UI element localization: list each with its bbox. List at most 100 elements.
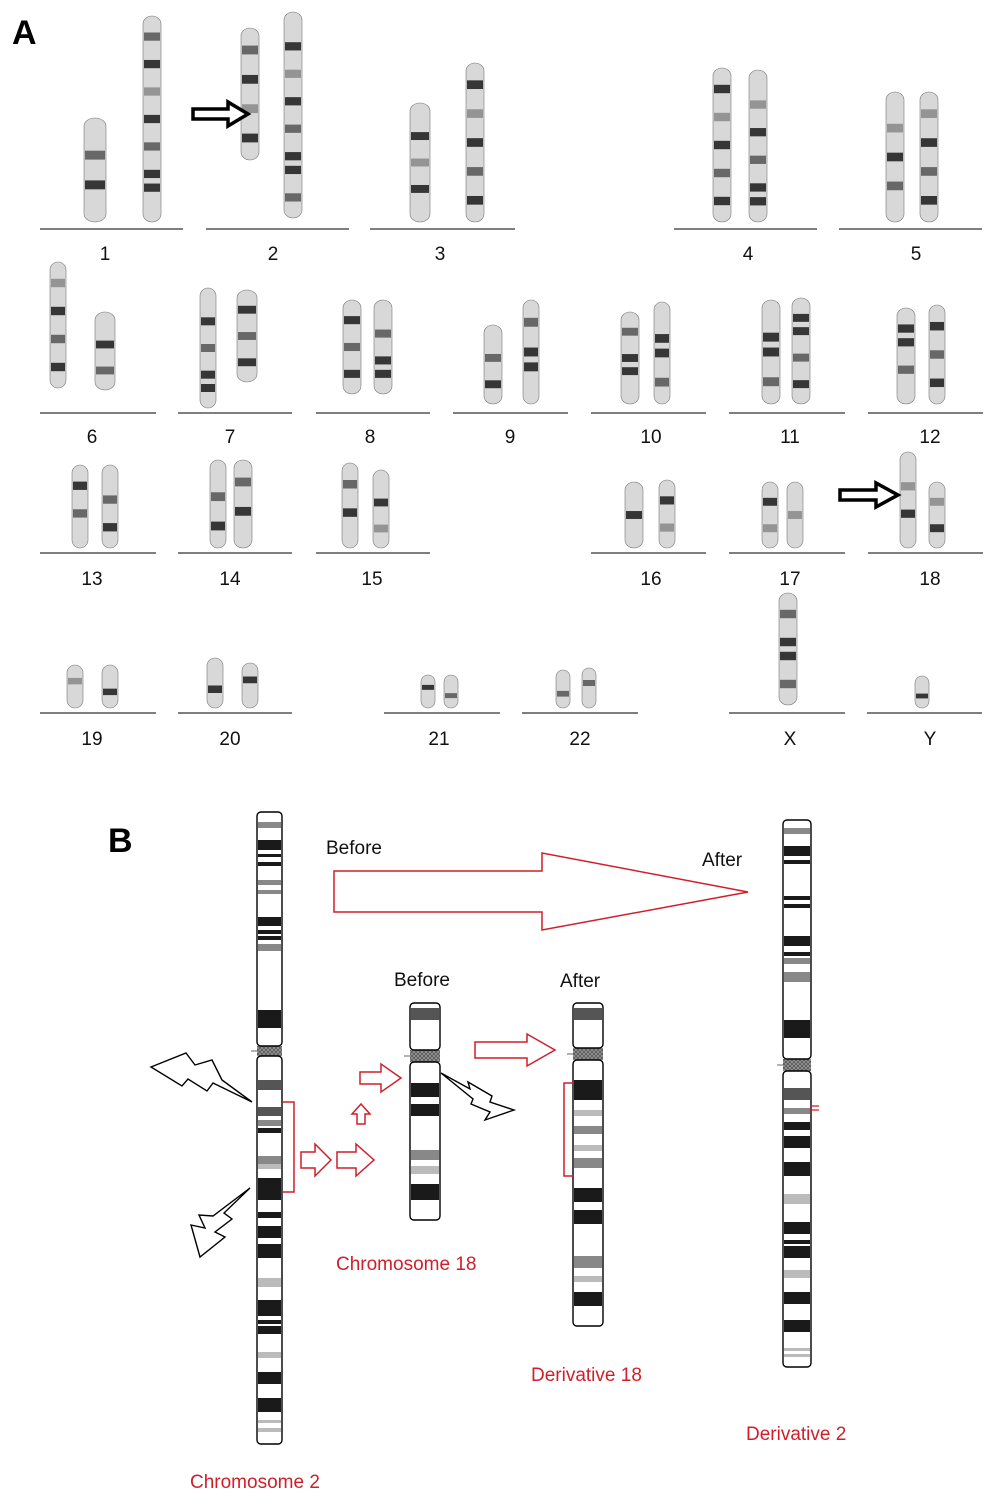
chromosome-band [258,930,281,934]
karyotype-number: 14 [219,569,241,590]
chromosome-band [784,896,810,900]
karyotype-pair-13: 13 [40,464,156,590]
chromosome-band [784,904,810,908]
chromosome-band [784,1348,810,1351]
karyotype-number: 9 [505,427,516,448]
breakpoint-marker [810,1105,819,1111]
chromosome-14-homolog-1 [209,459,227,549]
chromosome-2-homolog-1 [240,27,260,161]
chromosome-band [258,862,281,866]
chromosome-band [784,1354,810,1357]
chromosome-band [258,1128,281,1133]
bracket-icon [563,1082,574,1177]
karyotype-pair-11: 11 [729,297,845,448]
karyotype-number: 10 [640,427,661,448]
karyotype-number: 16 [640,569,661,590]
karyotype-number: 21 [428,729,449,750]
chromosome-band [574,1188,602,1202]
chromosome-2-homolog-2 [283,11,303,219]
chromosome-band [258,1120,281,1126]
chromosome-6-homolog-2 [94,311,116,391]
lightning-bolt-icon [190,1187,251,1259]
chromosome-4-homolog-2 [748,69,768,223]
chromosome-band [574,1256,602,1268]
karyotype-pair-4: 4 [674,67,817,265]
chromosome-9-homolog-1 [483,324,503,405]
chromosome-band [784,1246,810,1258]
chromosome-band [784,952,810,956]
chromosome-band [574,1276,602,1282]
chromosome-band [784,1320,810,1332]
chromosome-20-homolog-2 [241,662,259,709]
karyotype-number: 2 [268,244,279,265]
chromosome-11-homolog-2 [791,297,811,405]
chromosome-band [258,917,281,926]
chromosome-12-homolog-1 [896,307,916,405]
chromosome-3-homolog-1 [409,102,431,223]
chromosome-band [258,1010,281,1028]
karyotype-pair-14: 14 [178,459,292,590]
chromosome-13-homolog-2 [101,464,119,549]
chromosome-arm-q [782,1070,812,1368]
karyotype-pair-22: 22 [522,667,638,750]
derivative-18-ideogram [567,1002,604,1327]
chromosome-band [784,860,810,864]
karyotype-pair-20: 20 [178,657,292,750]
chromosome-band [258,936,281,940]
chromosome-band [784,958,810,964]
chromosome-band [784,1020,810,1038]
before-label-mid: Before [394,970,450,991]
karyotype-number: 17 [779,569,800,590]
centromere [410,1050,440,1062]
karyotype-number: 3 [435,244,446,265]
chromosome-band [258,1278,281,1287]
before-label-top: Before [326,838,382,859]
chromosome-22-homolog-2 [581,667,597,709]
karyotype-number: 4 [743,244,754,265]
chromosome-16-homolog-1 [624,481,644,549]
chromosome-20-homolog-1 [206,657,224,709]
chromosome-band [784,1222,810,1234]
karyotype-pair-3: 3 [370,62,515,265]
chromosome-arm-q [572,1059,604,1327]
chromosome-band [258,1164,281,1169]
chromosome-band [784,1292,810,1304]
panel-a-label: A [12,14,37,52]
chromosome-arm-p [256,811,283,1047]
chromosome-band [258,1398,281,1412]
chromosome-band [258,840,281,850]
karyotype-number: 20 [219,729,240,750]
chromosome-band [784,1270,810,1278]
chromosome-6-homolog-1 [49,261,67,389]
chromosome-band [258,1212,281,1218]
chromosome-21-homolog-2 [443,674,459,709]
chromosome-band [258,890,281,894]
karyotype-number: 18 [919,569,940,590]
chromosome-band [574,1080,602,1100]
chromosome-4-homolog-1 [712,67,732,223]
chromosome-band [784,828,810,834]
chromosome-band [258,1428,281,1432]
chromosome-band [258,1320,281,1324]
chromosome-9-homolog-2 [522,299,540,405]
after-label-top: After [702,850,743,871]
karyotype-pair-x: X [729,592,845,750]
chromosome-22-homolog-1 [555,669,571,709]
chromosome-19-homolog-2 [101,664,119,709]
chromosome-band [784,846,810,856]
karyotype-pair-10: 10 [591,301,706,448]
chromosome-5-homolog-1 [885,91,905,223]
chromosome-15-homolog-1 [341,462,359,549]
karyotype-number: 7 [225,427,236,448]
centromere [257,1046,282,1056]
karyotype-pair-7: 7 [178,287,292,448]
after-label-mid: After [560,971,601,992]
karyotype-number: 13 [81,569,102,590]
chromosome-x-homolog-1 [778,592,798,706]
chromosome-band [258,1080,281,1090]
chromosome-10-homolog-1 [620,311,640,405]
chromosome-band [258,1107,281,1116]
chromosome-1-homolog-2 [142,15,162,223]
chromosome-12-homolog-2 [928,304,946,405]
